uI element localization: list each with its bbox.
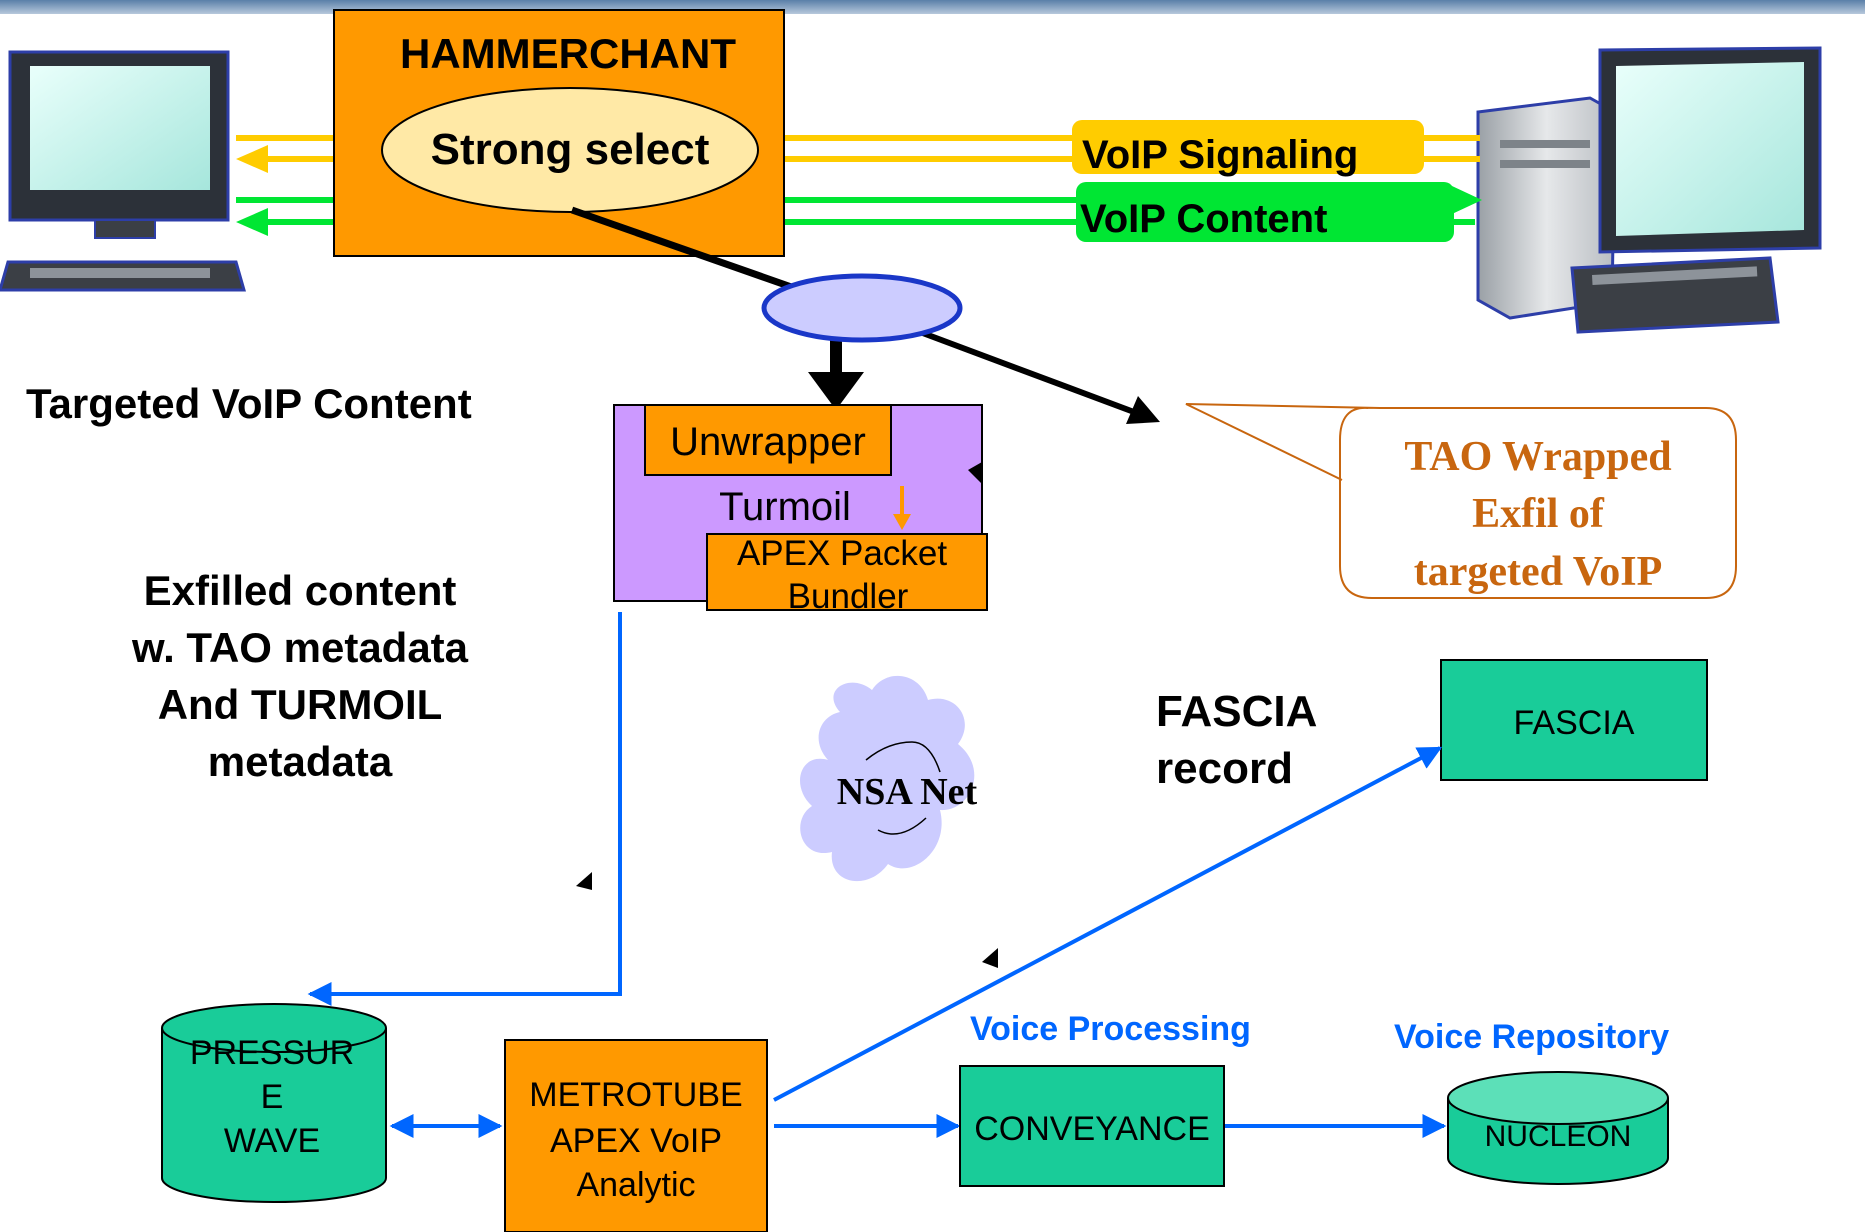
voip-signaling-label: VoIP Signaling [1082, 133, 1358, 177]
targeted-voip-content-label: Targeted VoIP Content [26, 380, 472, 427]
exfilled-line4: metadata [208, 738, 393, 785]
right-signal-lines: VoIP Signaling VoIP Content [784, 120, 1482, 242]
voice-processing-label: Voice Processing [970, 1010, 1251, 1048]
metrotube-line2: APEX VoIP [550, 1122, 722, 1160]
fascia-record-line2: record [1156, 744, 1293, 793]
marker-triangle [982, 948, 998, 968]
blue-connectors [307, 612, 1447, 1138]
conveyance-label: CONVEYANCE [974, 1110, 1210, 1148]
voice-repository-label: Voice Repository [1394, 1018, 1669, 1056]
bundler-label-line2: Bundler [788, 577, 909, 616]
pressure-wave-line1: PRESSUR [190, 1034, 354, 1072]
unwrapper-box [644, 404, 892, 476]
left-computer-icon [0, 50, 246, 292]
pressure-wave-node: PRESSUR E WAVE [161, 1003, 387, 1203]
unwrapper-label: Unwrapper [670, 420, 866, 464]
tao-callout: TAO Wrapped Exfil of targeted VoIP [1185, 403, 1737, 599]
turmoil-node: Unwrapper Turmoil APEX Packet Bundler [613, 404, 988, 616]
metrotube-line1: METROTUBE [529, 1076, 742, 1114]
strong-select-ellipse [381, 87, 759, 213]
exfilled-line2: w. TAO metadata [131, 624, 469, 671]
fascia-record-line1: FASCIA [1156, 687, 1317, 736]
fascia-node: FASCIA [1440, 659, 1708, 781]
right-computer-icon [1476, 46, 1822, 334]
exfilled-line3: And TURMOIL [158, 681, 443, 728]
fascia-node-label: FASCIA [1514, 704, 1635, 742]
left-signal-lines [236, 135, 334, 236]
strong-select-label: Strong select [431, 125, 710, 174]
metrotube-node: METROTUBE APEX VoIP Analytic [504, 1039, 768, 1232]
voip-signaling-band [1072, 120, 1424, 174]
exfilled-content-label: Exfilled content w. TAO metadata And TUR… [131, 567, 469, 785]
marker-triangle [576, 872, 592, 890]
pressure-wave-line3: WAVE [224, 1122, 320, 1160]
tap-ellipse [761, 273, 963, 343]
voip-content-label: VoIP Content [1080, 197, 1327, 241]
nsa-net-label: NSA Net [837, 771, 978, 813]
hammerchant-node: HAMMERCHANT Strong select [333, 9, 785, 257]
callout-line2: Exfil of [1472, 491, 1605, 537]
nsa-net-cloud-icon: NSA Net [800, 675, 978, 882]
conveyance-node: CONVEYANCE [959, 1065, 1225, 1187]
hammerchant-title: HAMMERCHANT [400, 30, 736, 77]
turmoil-label: Turmoil [719, 485, 851, 529]
pressure-wave-line2: E [261, 1078, 284, 1116]
top-bar [0, 0, 1865, 14]
callout-line1: TAO Wrapped [1404, 434, 1671, 480]
exfilled-line1: Exfilled content [144, 567, 457, 614]
metrotube-line3: Analytic [576, 1166, 695, 1204]
voip-content-band [1076, 182, 1454, 242]
nucleon-label: NUCLEON [1485, 1120, 1632, 1153]
callout-line3: targeted VoIP [1414, 549, 1662, 595]
bundler-label-line1: APEX Packet [737, 534, 947, 573]
apex-packet-bundler-box [706, 533, 988, 611]
nucleon-node: NUCLEON [1447, 1071, 1669, 1185]
